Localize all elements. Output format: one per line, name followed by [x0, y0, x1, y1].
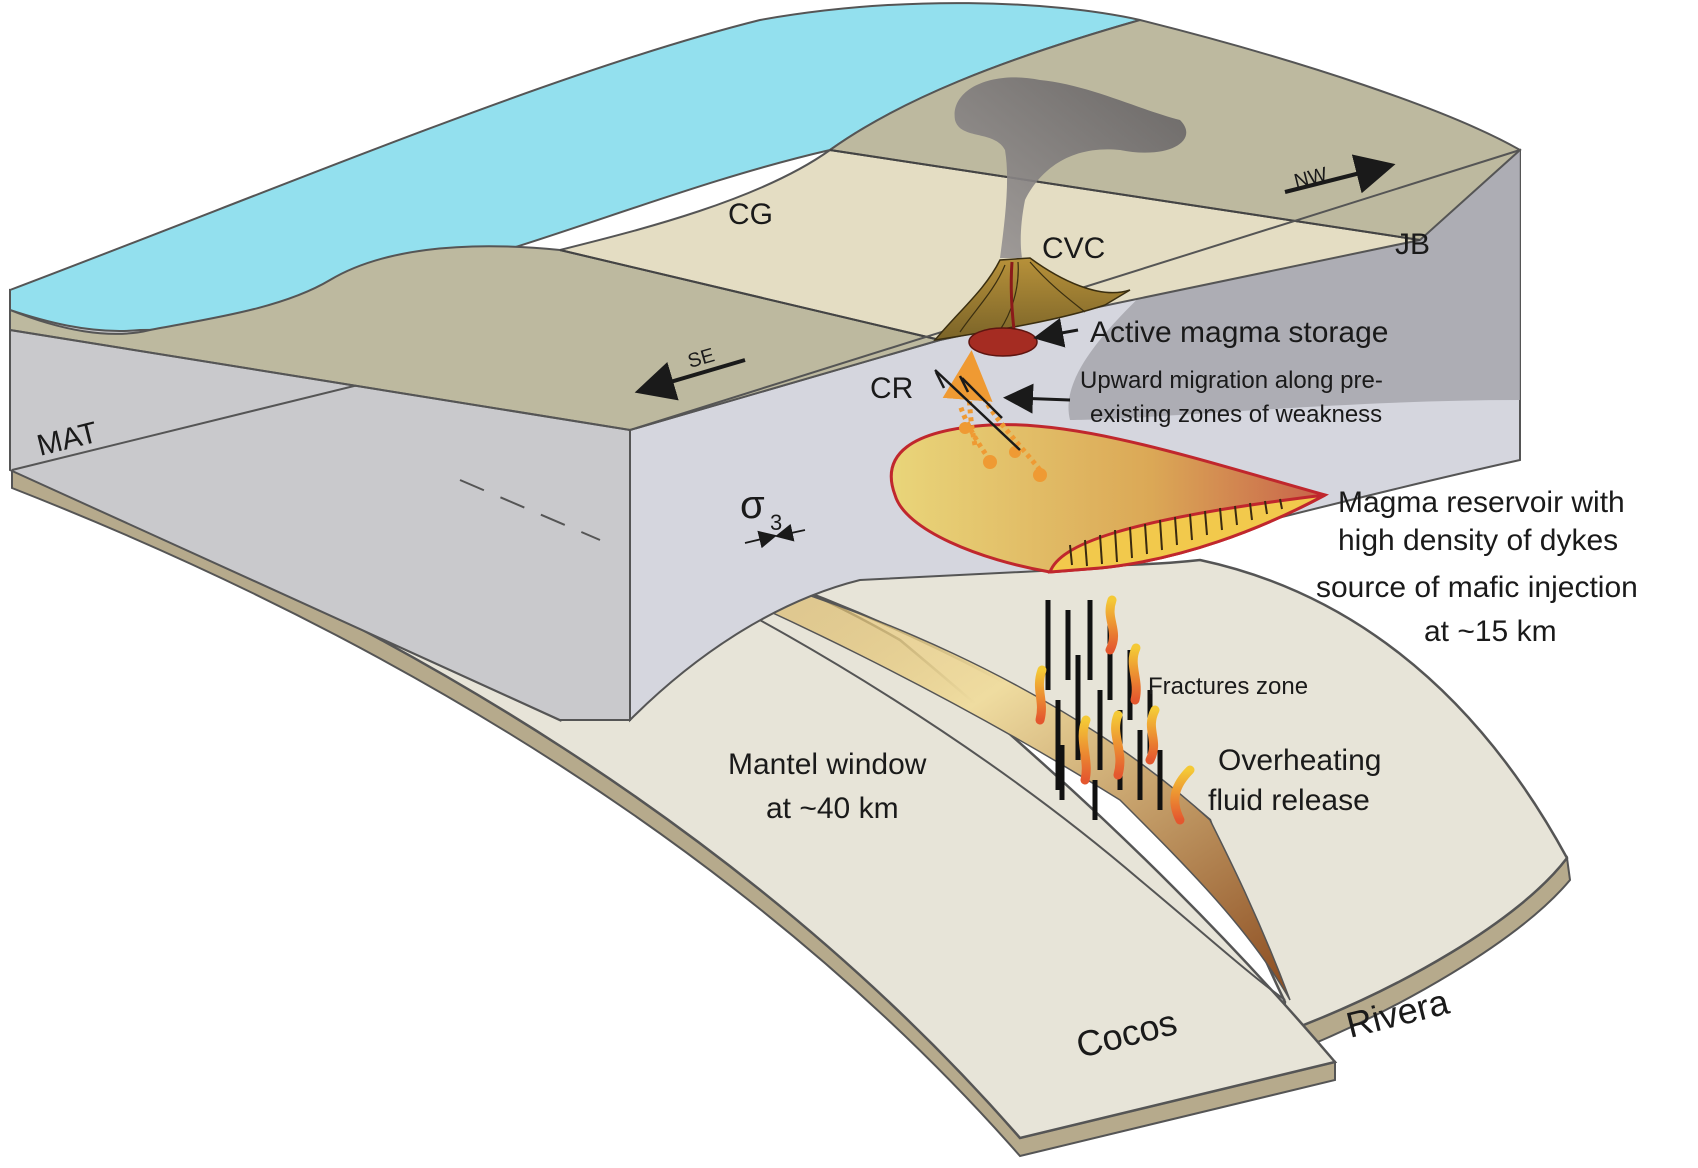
label-upward-2: existing zones of weakness — [1090, 401, 1382, 428]
label-overheating-2: fluid release — [1208, 784, 1370, 817]
label-active-magma: Active magma storage — [1090, 316, 1388, 349]
reservoir-dykes — [1069, 498, 1283, 567]
active-magma-pointer — [1033, 318, 1079, 348]
nw-arrow — [1284, 154, 1396, 194]
label-jb: JB — [1395, 228, 1430, 261]
label-mantel-2: at ~40 km — [766, 792, 899, 825]
label-reservoir-4: at ~15 km — [1424, 615, 1557, 648]
label-fractures: Fractures zone — [1148, 673, 1308, 700]
label-reservoir-2: high density of dykes — [1338, 524, 1618, 557]
mantle-window-wedge — [599, 539, 1291, 1001]
label-overheating-1: Overheating — [1218, 744, 1381, 777]
eruption-plume — [954, 77, 1187, 258]
volcano-ridges — [959, 261, 1086, 333]
label-cg: CG — [728, 198, 773, 231]
label-reservoir-1: Magma reservoir with — [1338, 486, 1625, 519]
label-mantel-1: Mantel window — [728, 748, 927, 781]
sigma3-arrows — [744, 523, 806, 549]
top-shoulder-se — [9, 245, 944, 432]
crust-top-edge — [9, 149, 1521, 432]
fault-scarp-nw — [829, 149, 1421, 241]
fault-scarp-se — [559, 249, 941, 341]
label-upward-1: Upward migration along pre- — [1080, 367, 1383, 394]
label-reservoir-3: source of mafic injection — [1316, 571, 1638, 604]
label-cvc: CVC — [1042, 232, 1105, 265]
se-arrow — [634, 358, 746, 401]
active-magma-chamber — [968, 327, 1038, 357]
label-sigma: σ — [740, 483, 765, 527]
label-cr: CR — [870, 372, 913, 405]
cr-fault-symbol — [934, 369, 1021, 451]
slab-interface-dashed — [459, 479, 601, 541]
label-sigma-sub: 3 — [770, 510, 782, 535]
fluid-release-worms — [1034, 595, 1195, 825]
upward-migration-pointer — [1003, 383, 1071, 414]
volcano-cone — [933, 257, 1131, 342]
magma-reservoir-cut-face — [1047, 493, 1326, 574]
